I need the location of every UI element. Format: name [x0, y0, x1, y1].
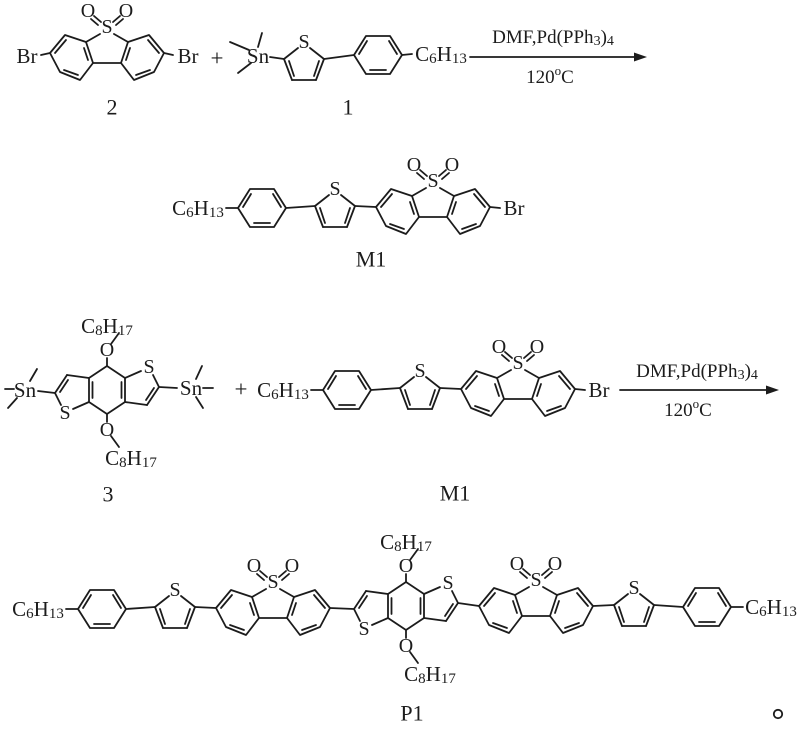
reagent-conditions: [492, 26, 614, 49]
atom-label-bromine: [177, 44, 199, 68]
connector-bonds: [323, 53, 413, 60]
p1-left-arm: [12, 555, 330, 635]
arrow-right-icon: [634, 52, 647, 62]
structure-compound-2: 2: [16, 0, 199, 120]
reaction-arrow-1: [469, 26, 647, 88]
connector-bonds: [329, 602, 480, 610]
atom-label-tin: [179, 376, 203, 400]
atom-label-sulfur: [101, 16, 113, 38]
product-m1: M1: [172, 154, 525, 272]
product-p1: P1: [12, 530, 797, 726]
compound-number-label: M1: [440, 481, 471, 506]
bromine-bonds: [40, 52, 174, 56]
reaction-step-1: 2 1: [16, 0, 647, 120]
arrow-right-icon: [766, 385, 779, 395]
m1-aryl-arm: [172, 154, 490, 234]
compound-number-label: 1: [343, 95, 354, 120]
atom-label-oxygen: [118, 0, 134, 22]
reagent-conditions: [636, 360, 758, 383]
benzodithiophene-core: [55, 314, 159, 471]
atom-label-bromine: [588, 378, 610, 402]
bromine-bond: [574, 388, 586, 391]
compound-number-label: P1: [400, 701, 423, 726]
ideographic-period-mark: [772, 708, 784, 720]
trimethyltin-bonds-right: [158, 365, 214, 409]
structure-m1-reactant: M1: [257, 336, 610, 506]
reaction-temperature: [526, 62, 574, 88]
benzene-ring: [353, 35, 403, 75]
benzodithiophene-core: [354, 530, 458, 687]
atom-label-bromine: [16, 44, 38, 68]
compound-number-label: 2: [107, 95, 118, 120]
trimethyltin-bonds: [229, 32, 285, 74]
plus-sign: [210, 45, 224, 71]
substituent-hexyl-label: [415, 42, 467, 67]
compound-number-label: 3: [103, 482, 114, 507]
atom-label-bromine: [503, 196, 525, 220]
m1-aryl-arm: [257, 336, 575, 416]
trimethyltin-bonds-left: [4, 368, 56, 409]
reaction-arrow-2: [619, 360, 779, 421]
reaction-temperature: [664, 395, 712, 421]
atom-label-oxygen: [80, 0, 96, 22]
compound-number-label: M1: [356, 247, 387, 272]
p1-right-arm: [479, 553, 797, 633]
plus-sign: [234, 376, 248, 402]
bromine-bond: [489, 206, 501, 209]
reaction-step-2: 3 M1: [4, 314, 779, 507]
structure-compound-3: 3: [4, 314, 214, 507]
atom-label-sulfur: [298, 31, 310, 53]
structure-compound-1: 1: [229, 31, 467, 120]
